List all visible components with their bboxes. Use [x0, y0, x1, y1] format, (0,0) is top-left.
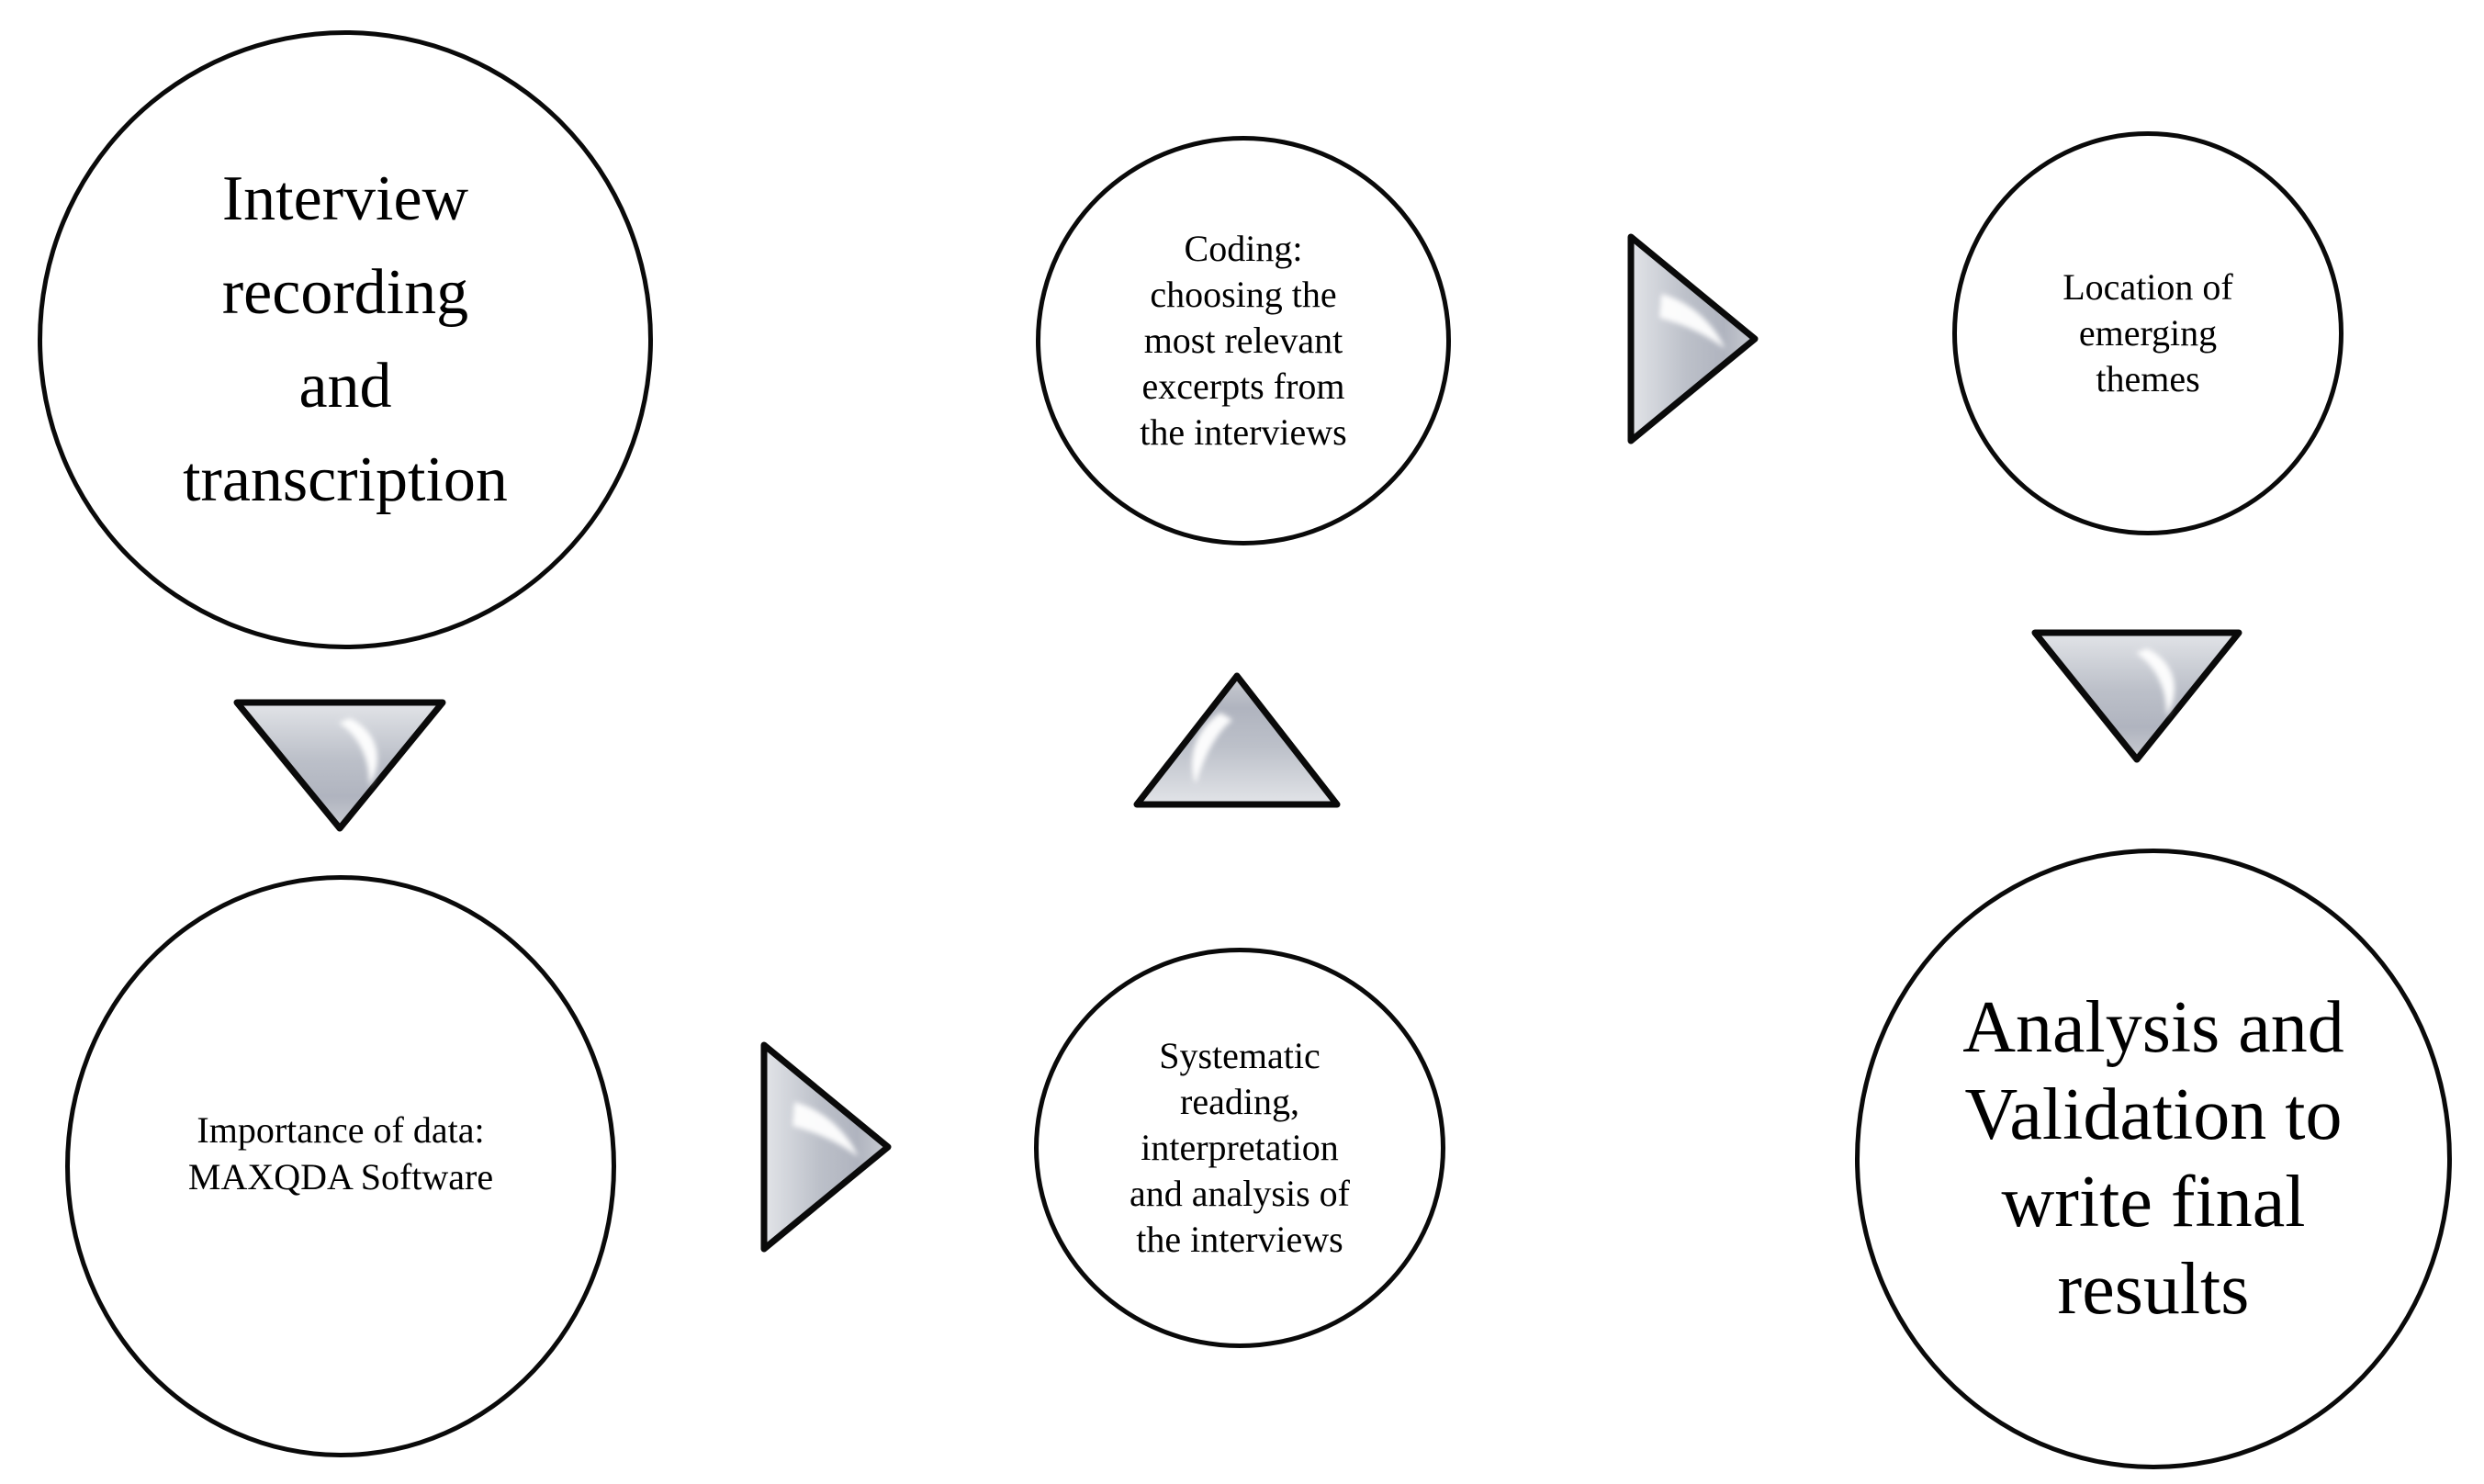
node-interview-recording: Interview recording and transcription: [38, 30, 653, 649]
node-analysis-validation: Analysis and Validation to write final r…: [1855, 849, 2452, 1469]
arrow-down-icon: [2031, 629, 2242, 763]
node-label: Coding: choosing the most relevant excer…: [1140, 228, 1347, 453]
node-coding: Coding: choosing the most relevant excer…: [1036, 136, 1451, 545]
node-label: Importance of data: MAXQDA Software: [187, 1109, 494, 1197]
arrow-right-icon: [1627, 233, 1759, 444]
node-label: Systematic reading, interpretation and a…: [1130, 1035, 1350, 1260]
node-maxqda-software: Importance of data: MAXQDA Software: [65, 875, 616, 1457]
arrow-right-icon: [760, 1041, 892, 1253]
node-label: Interview recording and transcription: [183, 163, 508, 515]
node-label: Analysis and Validation to write final r…: [1962, 987, 2344, 1330]
node-systematic-reading: Systematic reading, interpretation and a…: [1034, 948, 1445, 1348]
arrow-down-icon: [233, 699, 446, 832]
node-label: Location of emerging themes: [2063, 266, 2233, 399]
node-emerging-themes: Location of emerging themes: [1952, 131, 2344, 535]
arrow-up-icon: [1133, 672, 1341, 808]
